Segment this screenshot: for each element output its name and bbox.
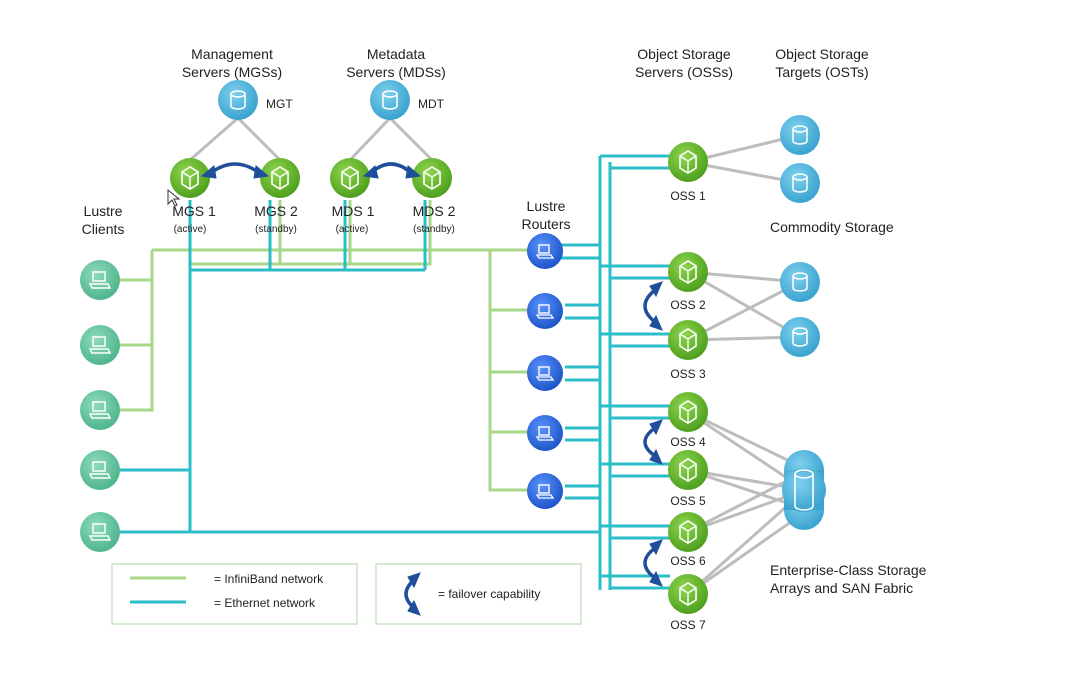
oss4-label: OSS 4 <box>670 435 706 449</box>
server-oss2 <box>668 252 708 292</box>
failover-arrow-icon <box>643 419 663 465</box>
ost-commodity-4 <box>780 317 820 357</box>
server-oss6 <box>668 512 708 552</box>
mgs2-name: MGS 2 <box>254 203 298 219</box>
mgs2-state: (standby) <box>255 224 297 235</box>
mdt-storage <box>370 80 410 120</box>
mouse-cursor-icon <box>167 188 181 207</box>
mgt-storage <box>218 80 258 120</box>
legend-networks: = InfiniBand network = Ethernet network <box>111 563 358 625</box>
oss-group-label-line1: Object Storage <box>637 46 731 62</box>
lustre-client-3 <box>80 390 120 430</box>
mds2-name: MDS 2 <box>413 203 456 219</box>
failover-arrow-icon <box>404 572 421 616</box>
enterprise-storage-label-line1: Enterprise-Class Storage <box>770 562 927 578</box>
ethernet-network-lines <box>100 154 670 590</box>
lustre-router-2 <box>527 293 563 329</box>
server-oss4 <box>668 392 708 432</box>
infiniband-network-lines <box>100 200 545 492</box>
lustre-routers-label-line1: Lustre <box>527 198 566 214</box>
oss6-label: OSS 6 <box>670 554 706 568</box>
legend-failover: = failover capability <box>375 563 582 625</box>
lustre-clients-label-line2: Clients <box>82 221 125 237</box>
server-oss7 <box>668 574 708 614</box>
failover-legend-label: = failover capability <box>438 587 540 601</box>
metadata-servers-label-line2: Servers (MDSs) <box>346 64 446 80</box>
server-oss5 <box>668 450 708 490</box>
oss7-label: OSS 7 <box>670 618 706 632</box>
lustre-client-1 <box>80 260 120 300</box>
server-oss3 <box>668 320 708 360</box>
oss1-label: OSS 1 <box>670 189 706 203</box>
failover-arrow-icon <box>643 281 663 331</box>
lustre-router-1 <box>527 233 563 269</box>
lustre-client-5 <box>80 512 120 552</box>
ethernet-legend-label: = Ethernet network <box>214 596 316 610</box>
lustre-router-3 <box>527 355 563 391</box>
mds2-state: (standby) <box>413 224 455 235</box>
failover-arrow-icon <box>200 162 270 179</box>
oss5-label: OSS 5 <box>670 494 706 508</box>
oss2-label: OSS 2 <box>670 298 706 312</box>
lustre-clients-label-line1: Lustre <box>84 203 123 219</box>
commodity-storage-label: Commodity Storage <box>770 219 894 235</box>
mds1-name: MDS 1 <box>332 203 375 219</box>
server-mds2 <box>412 158 452 198</box>
lustre-router-5 <box>527 473 563 509</box>
server-oss1 <box>668 142 708 182</box>
mgs1-name: MGS 1 <box>172 203 216 219</box>
lustre-client-4 <box>80 450 120 490</box>
enterprise-storage-label-line2: Arrays and SAN Fabric <box>770 580 913 596</box>
failover-arrow-icon <box>362 162 422 179</box>
failover-arrow-icon <box>643 539 663 587</box>
ost-commodity-1 <box>780 115 820 155</box>
mgt-mdt-links <box>189 116 434 162</box>
infiniband-legend-label: = InfiniBand network <box>214 572 324 586</box>
lustre-client-2 <box>80 325 120 365</box>
lustre-router-4 <box>527 415 563 451</box>
mdt-label: MDT <box>418 97 445 111</box>
management-servers-label-line1: Management <box>191 46 273 62</box>
oss-group-label-line2: Servers (OSSs) <box>635 64 733 80</box>
server-mds1 <box>330 158 370 198</box>
failover-arrows <box>200 162 663 587</box>
server-mgs1 <box>170 158 210 198</box>
mds1-state: (active) <box>336 224 369 235</box>
management-servers-label-line2: Servers (MGSs) <box>182 64 282 80</box>
ost-group-label-line2: Targets (OSTs) <box>775 64 868 80</box>
ost-commodity-2 <box>780 163 820 203</box>
oss3-label: OSS 3 <box>670 367 706 381</box>
mgt-label: MGT <box>266 97 293 111</box>
mgs1-state: (active) <box>174 224 207 235</box>
ost-commodity-3 <box>780 262 820 302</box>
lustre-routers-label-line2: Routers <box>521 216 570 232</box>
metadata-servers-label-line1: Metadata <box>367 46 426 62</box>
ost-group-label-line1: Object Storage <box>775 46 869 62</box>
server-mgs2 <box>260 158 300 198</box>
enterprise-storage-array <box>782 450 826 530</box>
